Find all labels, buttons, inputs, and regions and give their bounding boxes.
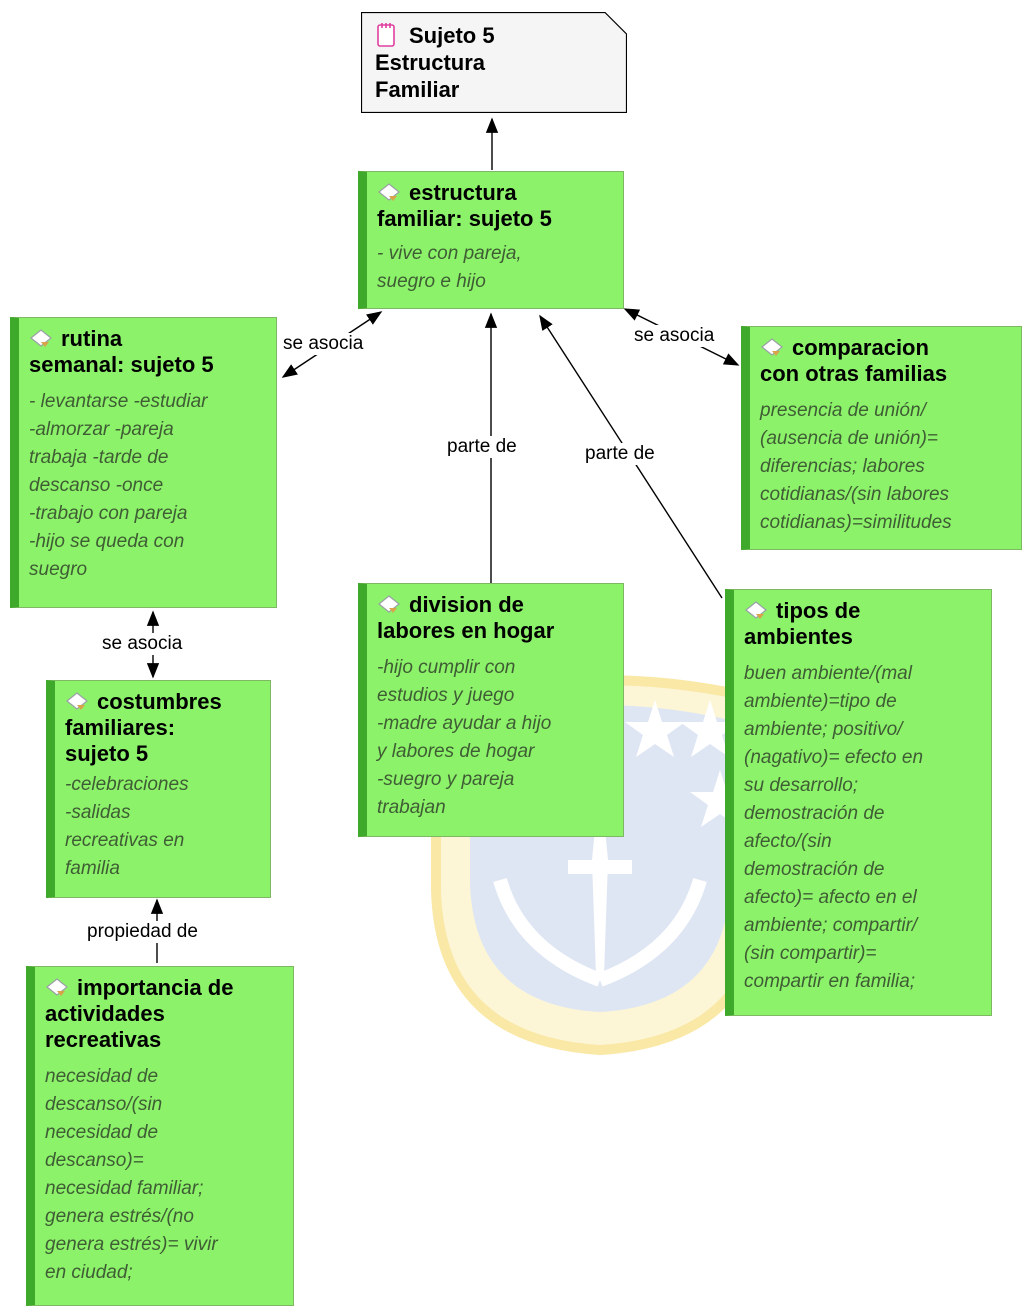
node-estructura-body: - vive con pareja, suegro e hijo <box>377 243 522 292</box>
node-tipos-title: tipos de ambientes <box>744 598 981 650</box>
diamond-code-icon <box>45 977 71 997</box>
node-rutina-title: rutina semanal: sujeto 5 <box>29 326 266 378</box>
node-costumbres-title-text: costumbres familiares: sujeto 5 <box>65 689 222 766</box>
document-icon <box>375 23 401 47</box>
node-rutina[interactable]: rutina semanal: sujeto 5 - levantarse -e… <box>10 317 277 608</box>
edge-label-importancia-costumbres: propiedad de <box>85 921 200 943</box>
edge-label-estructura-comparacion: se asocia <box>632 325 717 347</box>
node-comparacion-title-text: comparacion con otras familias <box>760 335 948 386</box>
node-division-title: division de labores en hogar <box>377 592 613 644</box>
node-division[interactable]: division de labores en hogar -hijo cumpl… <box>358 583 624 837</box>
node-comparacion-body: presencia de unión/ (ausencia de unión)=… <box>760 400 952 533</box>
node-estructura-title: estructura familiar: sujeto 5 <box>377 180 613 232</box>
node-comparacion-title: comparacion con otras familias <box>760 335 1011 387</box>
document-title-text: Sujeto 5 Estructura Familiar <box>375 23 495 102</box>
node-importancia-body: necesidad de descanso/(sin necesidad de … <box>45 1066 218 1283</box>
node-estructura-title-text: estructura familiar: sujeto 5 <box>377 180 552 231</box>
diamond-code-icon <box>29 328 55 348</box>
diamond-code-icon <box>377 182 403 202</box>
edge-label-tipos-estructura: parte de <box>583 443 657 465</box>
node-division-title-text: division de labores en hogar <box>377 592 555 643</box>
node-estructura[interactable]: estructura familiar: sujeto 5 - vive con… <box>358 171 624 309</box>
node-tipos-title-text: tipos de ambientes <box>744 598 861 649</box>
diamond-code-icon <box>65 691 91 711</box>
document-shape <box>361 12 627 113</box>
edge-label-rutina-estructura: se asocia <box>281 333 366 355</box>
diamond-code-icon <box>744 600 770 620</box>
node-costumbres-body: -celebraciones -salidas recreativas en f… <box>65 774 189 879</box>
document-title: Sujeto 5 Estructura Familiar <box>375 22 495 103</box>
node-tipos-body: buen ambiente/(mal ambiente)=tipo de amb… <box>744 663 924 992</box>
node-comparacion[interactable]: comparacion con otras familias presencia… <box>741 326 1022 550</box>
diamond-code-icon <box>760 337 786 357</box>
node-tipos[interactable]: tipos de ambientes buen ambiente/(mal am… <box>725 589 992 1016</box>
edge-label-division-estructura: parte de <box>445 436 519 458</box>
node-rutina-body: - levantarse -estudiar -almorzar -pareja… <box>29 391 208 580</box>
node-importancia[interactable]: importancia de actividades recreativas n… <box>26 966 294 1306</box>
node-costumbres-title: costumbres familiares: sujeto 5 <box>65 689 260 767</box>
edge-label-rutina-costumbres: se asocia <box>100 633 185 655</box>
diamond-code-icon <box>377 594 403 614</box>
node-costumbres[interactable]: costumbres familiares: sujeto 5 -celebra… <box>46 680 271 898</box>
node-importancia-title-text: importancia de actividades recreativas <box>45 975 234 1052</box>
node-rutina-title-text: rutina semanal: sujeto 5 <box>29 326 214 377</box>
document-node[interactable]: Sujeto 5 Estructura Familiar <box>361 12 627 113</box>
node-importancia-title: importancia de actividades recreativas <box>45 975 283 1053</box>
node-division-body: -hijo cumplir con estudios y juego -madr… <box>377 657 552 818</box>
